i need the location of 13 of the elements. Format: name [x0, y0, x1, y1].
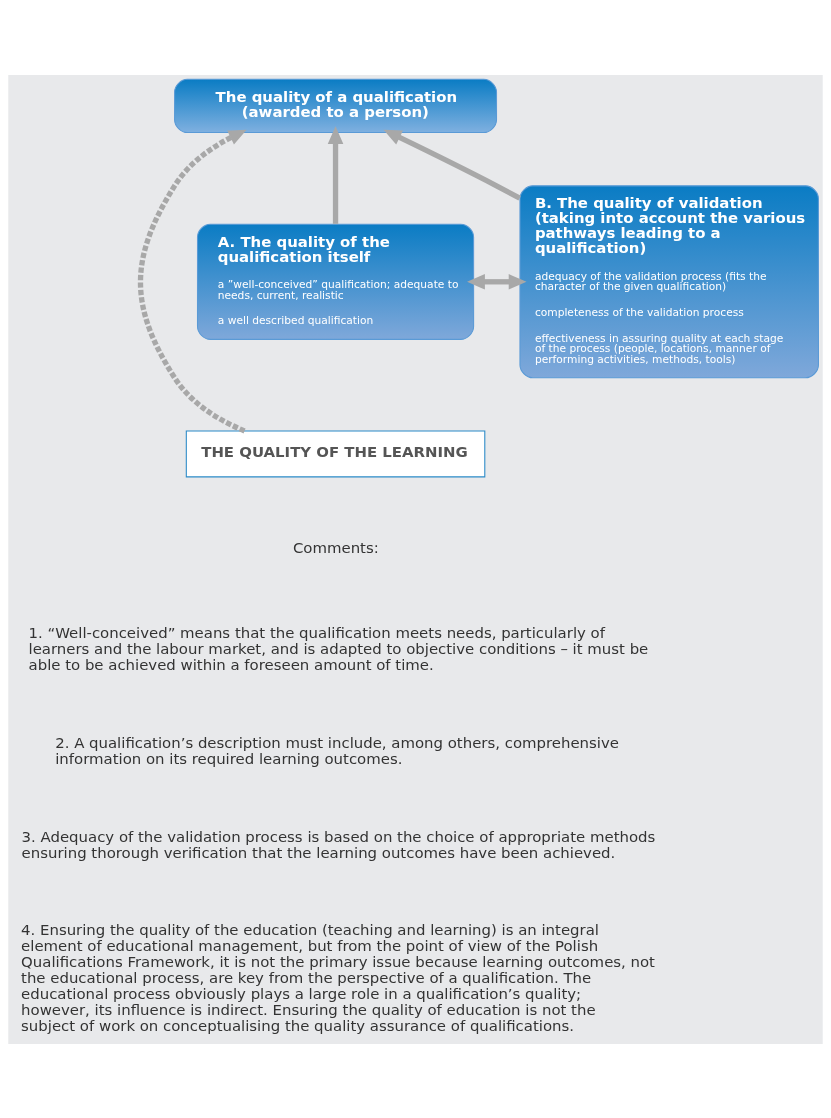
arrow	[467, 273, 527, 290]
node-box: B. The quality of validation (taking into account the various pathways leading to a qualification) adequacy of the validation process (fits the character of the given qualification) completeness of the validation process effectiveness in assuring quality at each stage of the process (people, locations, manner of performing activities, methods, tools)	[519, 184, 819, 378]
label: Comments:	[292, 538, 379, 557]
label: 2. A qualification’s description must include, among others, comprehensive information on its required learning outcomes.	[55, 733, 619, 768]
label: 1. “Well-conceived” means that the qualification meets needs, particularly of learners and the labour market, and is adapted to objective conditions – it must be able to be achieved within a foreseen amount of time.	[28, 623, 649, 674]
arrow	[383, 129, 521, 200]
label: 4. Ensuring the quality of the education (teaching and learning) is an integral element of educational management, but from the point of view of the Polish Qualifications Framework, it is not the primary issue because learning outcomes, not the educational process, are key from the perspective of a qualification. The educational process obviously plays a large role in a qualification’s quality; however, its influence is indirect. Ensuring the quality of education is not the subject of work on conceptualising the quality assurance of qualifications.	[21, 920, 655, 1035]
node-box: THE QUALITY OF THE LEARNING	[185, 430, 486, 477]
node-box: The quality of a qualification (awarded to a person)	[174, 78, 498, 133]
arrow	[137, 129, 247, 433]
node-box: A. The quality of the qualification itself a ”well-conceived” qualification; adequate to needs, current, realistic a well described qualification	[196, 223, 475, 340]
arrow	[327, 125, 344, 224]
label: 3. Adequacy of the validation process is based on the choice of appropriate methods ensuring thorough verification that the learning outcomes have been achieved.	[21, 827, 656, 862]
